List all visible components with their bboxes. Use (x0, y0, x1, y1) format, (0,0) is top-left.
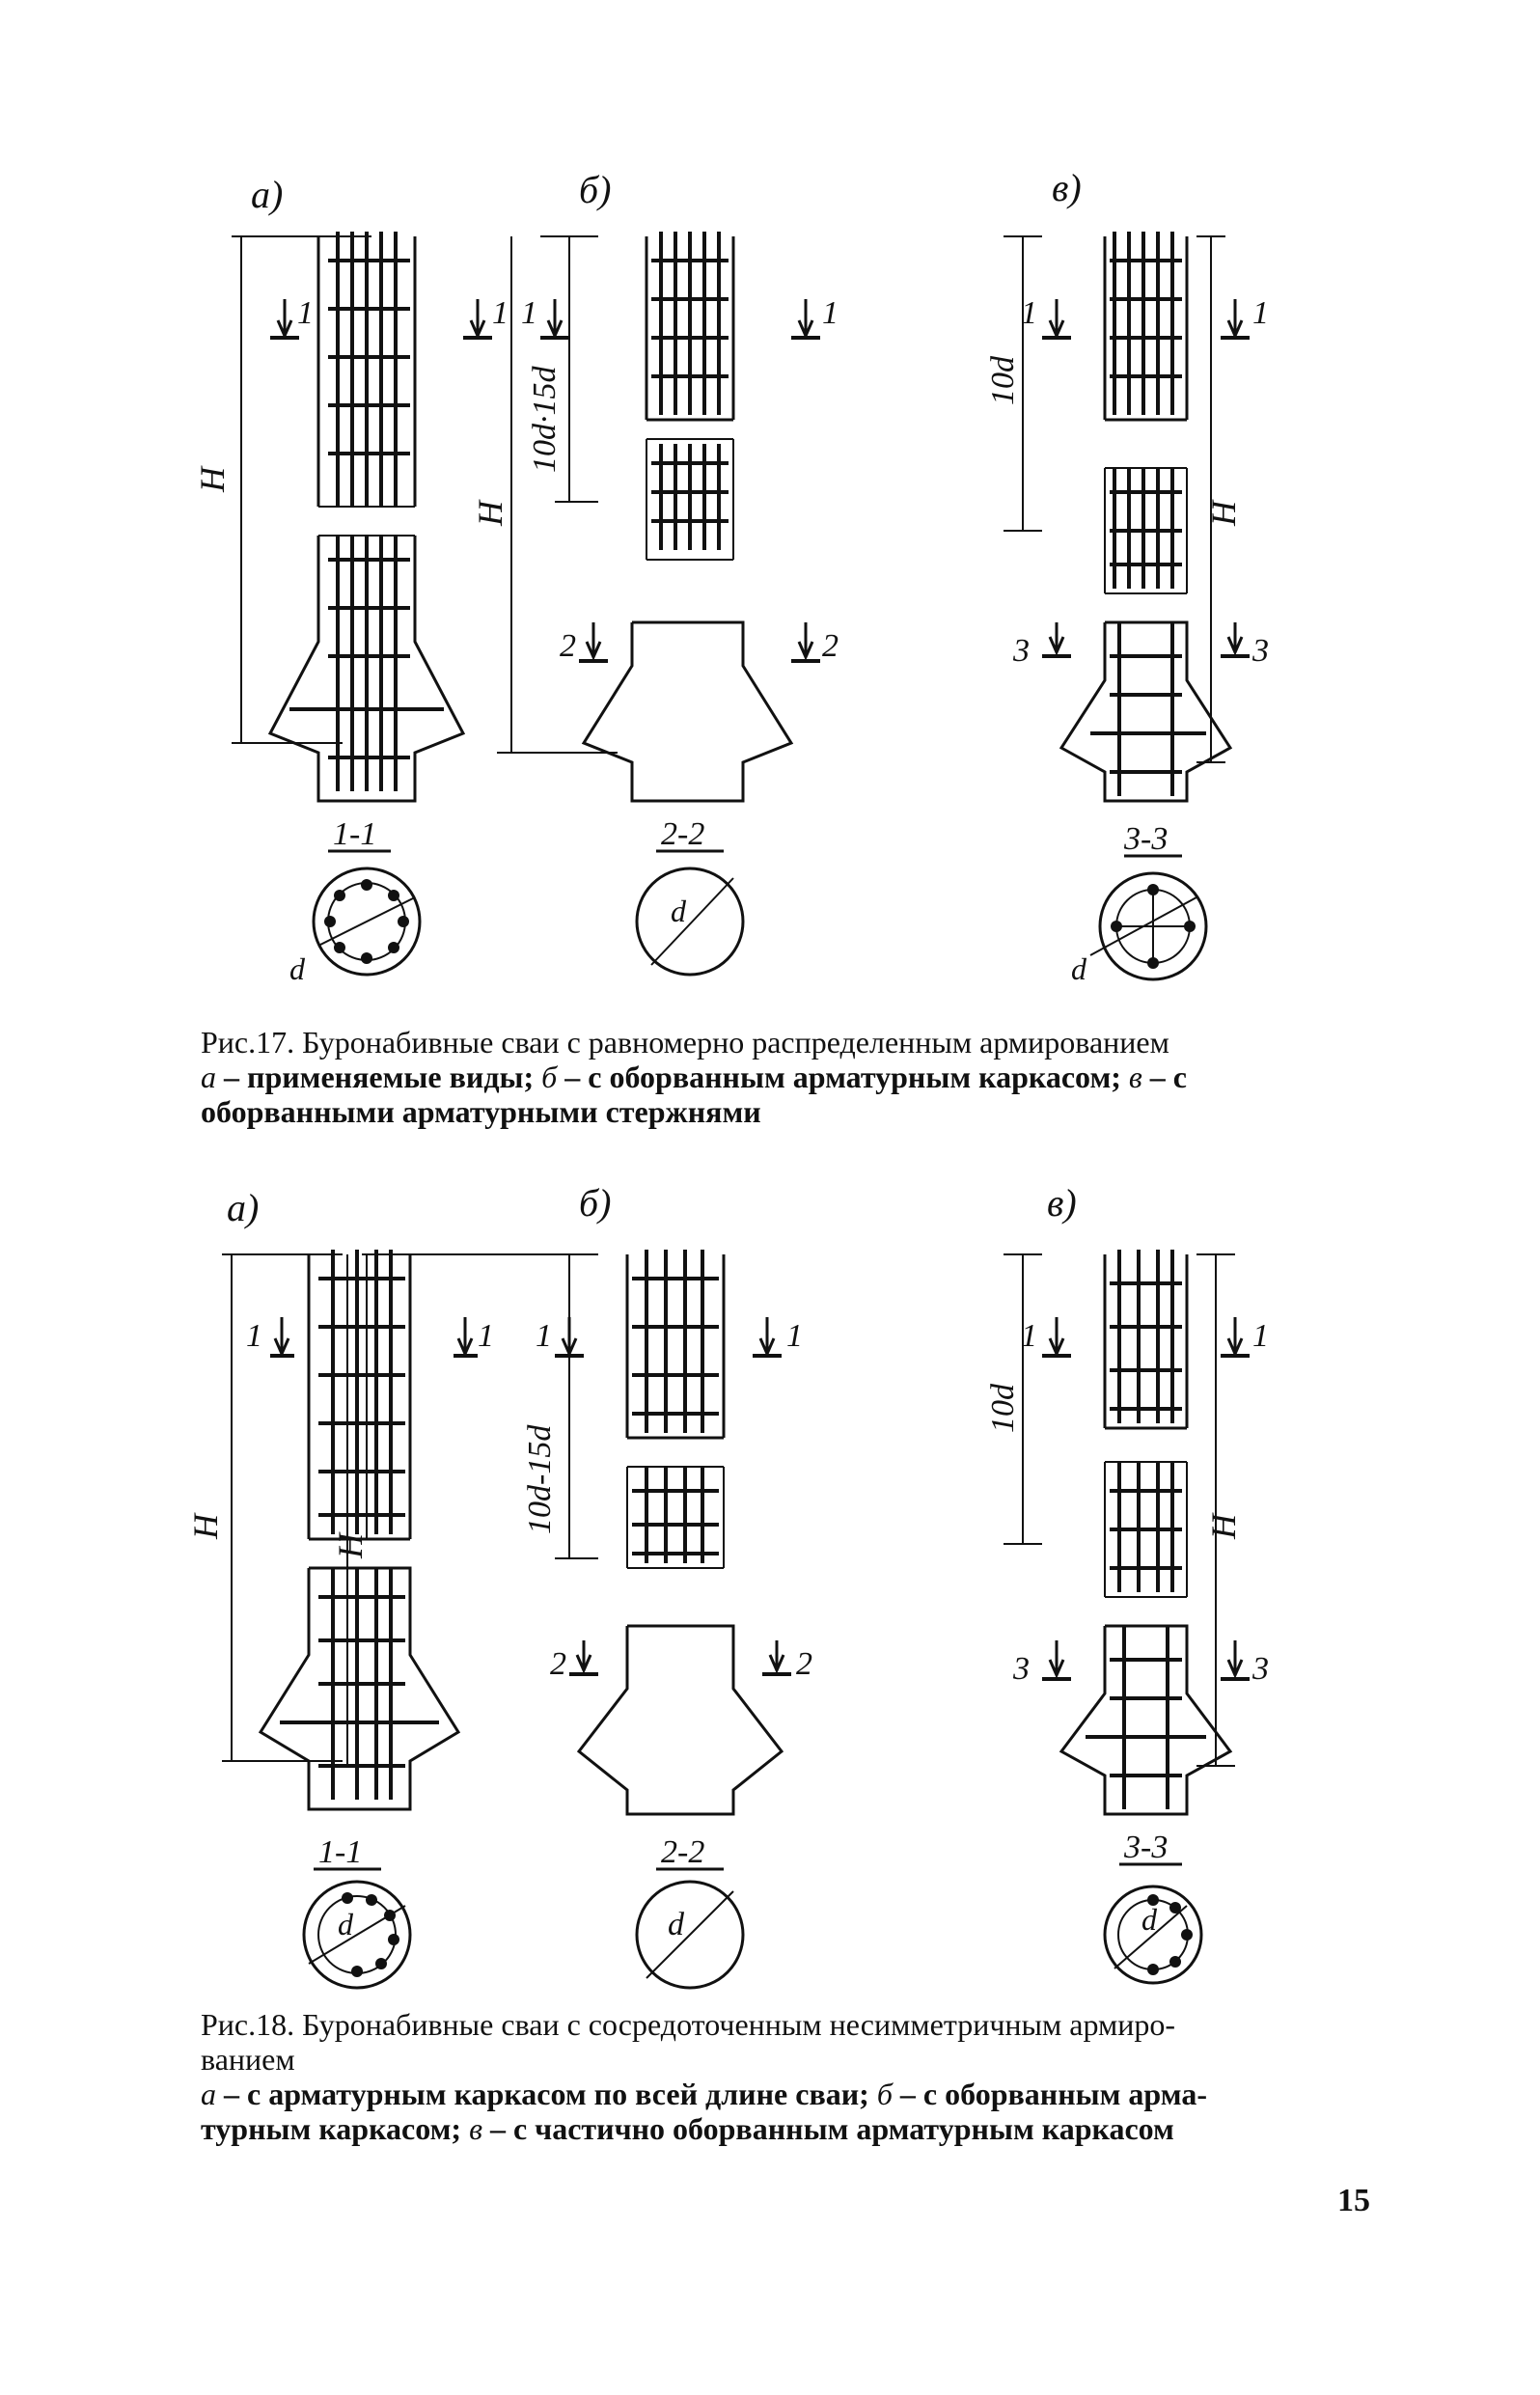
figure-18-caption-lead-2: ванием (201, 2042, 295, 2077)
pile-a18-drawing: 1 1 H (186, 1250, 494, 1811)
diameter-label-2-2: d (671, 894, 687, 928)
mark-2-left-b: 2 (560, 628, 576, 664)
figure-18-caption: Рис.18. Буронабивные сваи с сосредоточен… (201, 2007, 1359, 2146)
mark-1-left-b18: 1 (536, 1318, 552, 1354)
dimension-10d-c18: 10d (985, 1383, 1021, 1433)
dimension-10d-c: 10d (985, 355, 1021, 405)
variant-b-label-18: б) (579, 1181, 611, 1225)
dimension-H-a: H (193, 465, 232, 493)
mark-1-left-a18: 1 (246, 1318, 262, 1354)
figure-17-caption-items: а – применяемые виды; б – с оборванным а… (201, 1060, 1359, 1094)
mark-2-right-b18: 2 (796, 1646, 812, 1682)
mark-1-left-c: 1 (1021, 295, 1037, 331)
section-3-3-label-18: 3-3 (1123, 1830, 1168, 1865)
caption-17-c-letter: в (1128, 1060, 1142, 1094)
mark-1-right-c: 1 (1252, 295, 1269, 331)
pile-c18-drawing: 1 1 3 3 10d H (985, 1250, 1269, 1816)
mark-1-left-c18: 1 (1021, 1318, 1037, 1354)
diameter-label-1-1-18: d (338, 1907, 354, 1941)
dimension-range-b18: 10d-15d (522, 1424, 558, 1534)
section-3-3-18-drawing: 3-3 d (1103, 1830, 1203, 1985)
figure-18-caption-line4: турным каркасом; в – с частично оборванн… (201, 2111, 1359, 2146)
mark-1-right-a18: 1 (478, 1318, 494, 1354)
mark-3-right-c18: 3 (1251, 1651, 1269, 1687)
mark-1-right-b: 1 (822, 295, 839, 331)
mark-1-right-a: 1 (492, 295, 509, 331)
section-3-3-drawing: 3-3 d (1071, 821, 1208, 986)
dimension-H-a18: H (186, 1512, 225, 1540)
variant-a-label: а) (251, 173, 283, 216)
figure-18-caption-lead-1: Рис.18. Буронабивные сваи с сосредоточен… (201, 2007, 1176, 2042)
caption-18-a-letter: а (201, 2077, 216, 2111)
section-1-1-drawing: 1-1 d (289, 816, 422, 986)
caption-18-c-text: – с частично оборванным арматурным карка… (481, 2111, 1174, 2146)
section-1-1-label: 1-1 (333, 816, 376, 852)
mark-2-left-b18: 2 (550, 1646, 566, 1682)
mark-1-left-a: 1 (297, 295, 314, 331)
pile-a-drawing: 1 1 H (193, 232, 509, 803)
mark-2-right-b: 2 (822, 628, 839, 664)
section-3-3-label: 3-3 (1123, 821, 1168, 857)
variant-c-label: в) (1052, 166, 1082, 209)
mark-3-left-c: 3 (1012, 633, 1030, 669)
diameter-label-1-1: d (289, 951, 306, 986)
caption-18-a-text: – с арматурным каркасом по всей длине св… (216, 2077, 877, 2111)
dimension-H-b18: H (331, 1531, 370, 1559)
mark-3-right-c: 3 (1251, 633, 1269, 669)
mark-3-left-c18: 3 (1012, 1651, 1030, 1687)
figure-17-caption-line3: оборванными арматурными стержнями (201, 1094, 761, 1129)
caption-18-c-letter: в (469, 2111, 482, 2146)
caption-18-b-letter: б (876, 2077, 893, 2111)
mark-1-right-c18: 1 (1252, 1318, 1269, 1354)
figure-18-caption-items: а – с арматурным каркасом по всей длине … (201, 2077, 1359, 2111)
caption-17-b-letter: б (541, 1060, 558, 1094)
diameter-label-3-3: d (1071, 951, 1087, 986)
page-number: 15 (1337, 2183, 1370, 2218)
caption-18-line4-pre: турным каркасом; (201, 2111, 470, 2146)
section-2-2-drawing: 2-2 d (635, 816, 745, 977)
variant-c-label-18: в) (1047, 1181, 1077, 1225)
dimension-H-c: H (1204, 499, 1243, 527)
section-2-2-18-drawing: 2-2 d (635, 1834, 745, 1990)
diameter-label-3-3-18: d (1141, 1902, 1158, 1937)
caption-17-a-letter: а (201, 1060, 216, 1094)
caption-17-b-text: – с оборванным арматурным каркасом; (557, 1060, 1129, 1094)
section-2-2-label-18: 2-2 (661, 1834, 704, 1870)
figure-17-drawing: а) б) в) 1 (174, 154, 1380, 1004)
pile-b18-drawing: 1 1 2 2 10d-15d H (331, 1250, 812, 1816)
mark-1-left-b: 1 (521, 295, 537, 331)
figure-17-caption-lead: Рис.17. Буронабивные сваи с равномерно р… (201, 1025, 1169, 1060)
section-1-1-label-18: 1-1 (318, 1834, 362, 1870)
caption-17-c-text: – с (1141, 1060, 1187, 1094)
pile-c-drawing: 1 1 3 3 10d H (985, 232, 1269, 803)
dimension-H-b: H (471, 499, 509, 527)
section-2-2-label: 2-2 (661, 816, 704, 852)
figure-17-caption: Рис.17. Буронабивные сваи с равномерно р… (201, 1025, 1359, 1129)
caption-17-a-text: – применяемые виды; (216, 1060, 542, 1094)
section-1-1-18-drawing: 1-1 d (302, 1834, 412, 1990)
mark-1-right-b18: 1 (786, 1318, 803, 1354)
figure-18-drawing: а) б) в) 1 1 H (174, 1172, 1380, 1993)
dimension-H-c18: H (1204, 1512, 1243, 1540)
variant-a-label-18: а) (227, 1186, 259, 1229)
caption-18-b-text: – с оборванным арма- (892, 2077, 1207, 2111)
pile-b-drawing: 1 1 2 2 10d·15d H (471, 232, 839, 803)
diameter-label-2-2-18: d (668, 1907, 685, 1942)
variant-b-label: б) (579, 168, 611, 211)
dimension-range-b: 10d·15d (527, 366, 563, 474)
